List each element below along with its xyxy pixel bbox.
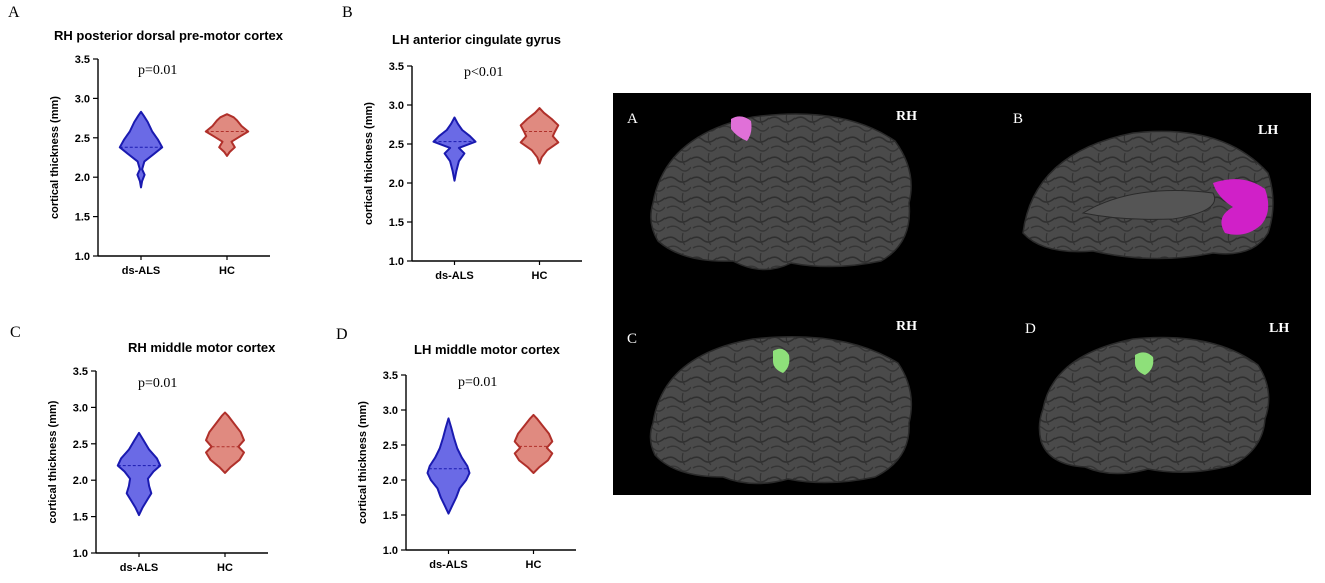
y-tick-label: 1.5 <box>73 512 88 524</box>
y-tick-label: 1.5 <box>75 212 90 224</box>
violin-panel-d: D LH middle motor cortex p=0.01 1.0 1.5 2.… <box>330 310 620 583</box>
panel-letter: B <box>342 4 353 21</box>
y-tick-label: 2.0 <box>73 475 88 487</box>
violin-panel-b: B LH anterior cingulate gyrus p<0.01 1.0… <box>330 0 620 290</box>
y-tick-label: 3.0 <box>75 93 90 105</box>
brain-view-b <box>1022 130 1274 260</box>
x-tick-label: ds-ALS <box>122 265 161 277</box>
y-tick-label: 3.0 <box>389 100 404 112</box>
brain-view-letter-d: D <box>1025 321 1036 337</box>
brain-highlight-b <box>1213 179 1269 235</box>
brain-hemisphere-label-a: RH <box>896 109 917 124</box>
y-tick-label: 3.5 <box>73 366 88 378</box>
x-tick-label: HC <box>532 270 548 282</box>
brain-hemisphere-label-d: LH <box>1269 321 1290 336</box>
y-axis-label: cortical thickness (mm) <box>363 102 375 225</box>
violin-ds-als <box>116 431 162 517</box>
y-tick-label: 2.5 <box>73 439 88 451</box>
y-tick-label: 3.0 <box>73 402 88 414</box>
violin-panel-c: C RH middle motor cortex p=0.01 1.0 1.5 2.… <box>0 310 330 583</box>
brain-view-letter-b: B <box>1013 111 1024 127</box>
y-tick-label: 2.0 <box>75 172 90 184</box>
brain-hemisphere-label-c: RH <box>896 319 917 334</box>
brain-view-letter-c: C <box>627 331 638 347</box>
p-value-label: p=0.01 <box>458 375 498 390</box>
violin-plot: 1.0 1.5 2.0 2.5 3.0 3.5 cortical thickness (mm… <box>357 370 576 571</box>
violin-plot: 1.0 1.5 2.0 2.5 3.0 3.5 cortical thickness (mm… <box>49 54 270 277</box>
brain-view-letter-a: A <box>627 111 638 127</box>
y-tick-label: 2.0 <box>383 475 398 487</box>
y-tick-label: 1.0 <box>73 548 88 560</box>
chart-title: RH middle motor cortex <box>128 340 276 355</box>
chart-title: LH middle motor cortex <box>414 342 560 357</box>
y-tick-label: 2.0 <box>389 178 404 190</box>
y-tick-label: 2.5 <box>383 440 398 452</box>
x-tick-label: HC <box>526 559 542 571</box>
brain-surface-image <box>649 113 1274 485</box>
violin-ds-als <box>118 110 164 189</box>
x-tick-label: ds-ALS <box>120 562 159 574</box>
y-tick-label: 1.0 <box>75 251 90 263</box>
x-tick-label: ds-ALS <box>435 270 474 282</box>
p-value-label: p=0.01 <box>138 63 178 78</box>
brain-highlight-d <box>1135 352 1154 375</box>
y-tick-label: 1.0 <box>389 256 404 268</box>
x-tick-label: HC <box>219 265 235 277</box>
violin-hc <box>513 413 554 474</box>
y-axis-label: cortical thickness (mm) <box>49 96 61 219</box>
panel-letter: C <box>10 324 21 341</box>
violin-hc <box>519 107 560 165</box>
brain-view-a <box>650 113 912 271</box>
violin-hc <box>205 411 245 474</box>
brain-hemisphere-label-b: LH <box>1258 123 1279 138</box>
violin-ds-als <box>432 116 477 182</box>
p-value-label: p<0.01 <box>464 65 504 80</box>
chart-title: RH posterior dorsal pre-motor cortex <box>54 28 283 43</box>
y-axis-label: cortical thickness (mm) <box>47 400 59 523</box>
chart-title: LH anterior cingulate gyrus <box>392 32 562 47</box>
y-tick-label: 1.0 <box>383 545 398 557</box>
y-tick-label: 2.5 <box>75 133 90 145</box>
x-tick-label: ds-ALS <box>429 559 468 571</box>
violin-plot: 1.0 1.5 2.0 2.5 3.0 3.5 cortical thickness (mm… <box>47 366 268 574</box>
violin-plot: 1.0 1.5 2.0 2.5 3.0 3.5 cortical thickness (mm… <box>363 61 582 282</box>
brain-surface-panel: A RH B LH C RH D LH <box>613 93 1311 495</box>
y-tick-label: 2.5 <box>389 139 404 151</box>
violin-hc <box>204 113 250 157</box>
panel-letter: A <box>8 4 20 21</box>
brain-view-d <box>1038 336 1270 475</box>
violin-ds-als <box>426 417 471 515</box>
y-tick-label: 3.5 <box>389 61 404 73</box>
violin-panel-a: A RH posterior dorsal pre-motor cortex p… <box>0 0 330 290</box>
brain-highlight-a <box>731 116 752 141</box>
y-tick-label: 3.5 <box>383 370 398 382</box>
y-tick-label: 1.5 <box>389 217 404 229</box>
y-tick-label: 3.5 <box>75 54 90 66</box>
y-tick-label: 1.5 <box>383 510 398 522</box>
brain-view-c <box>649 335 913 485</box>
y-axis-label: cortical thickness (mm) <box>357 401 369 524</box>
x-tick-label: HC <box>217 562 233 574</box>
y-tick-label: 3.0 <box>383 405 398 417</box>
p-value-label: p=0.01 <box>138 376 178 391</box>
brain-highlight-c <box>773 348 790 373</box>
panel-letter: D <box>336 326 348 343</box>
